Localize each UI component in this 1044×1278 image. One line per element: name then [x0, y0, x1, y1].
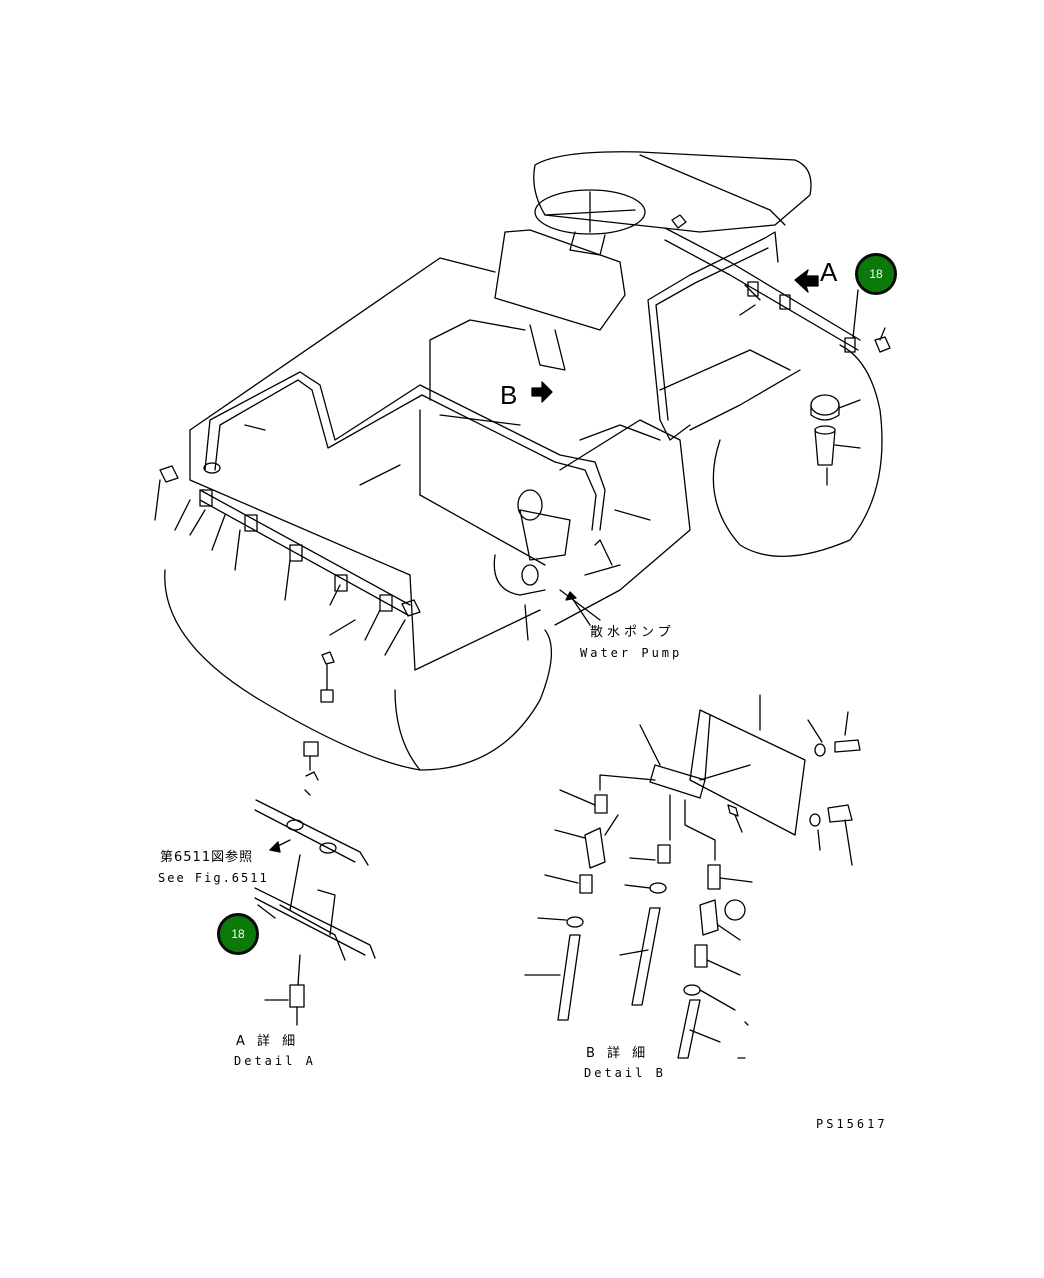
detail-a-label-jp: A 詳 細: [236, 1034, 300, 1049]
detail-b-drawing: [524, 694, 861, 1059]
tank-cap: [810, 394, 861, 486]
water-pump-label-jp: 散水ポンプ: [590, 625, 675, 640]
detail-a-drawing: [254, 741, 376, 1026]
water-pump-leader: [569, 594, 591, 626]
front-spray-bar: [664, 214, 891, 353]
rear-spray-bar: [154, 462, 421, 656]
operator-seat: [533, 151, 812, 233]
see-fig-label-en: See Fig.6511: [158, 871, 269, 885]
part-callout-18-lower[interactable]: 18: [217, 913, 259, 955]
steering-column: [494, 229, 626, 371]
view-label-a: A: [820, 257, 838, 287]
see-fig-label-jp: 第6511図参照: [160, 850, 254, 865]
view-arrow-b: [531, 381, 553, 403]
callout-leader-upper: [852, 289, 859, 339]
rear-bolt: [320, 619, 356, 703]
machine-body: [189, 257, 691, 671]
detail-a-label-en: Detail A: [234, 1054, 316, 1068]
view-label-b: B: [500, 380, 518, 410]
view-arrow-a: [794, 269, 819, 293]
detail-b-label-en: Detail B: [584, 1066, 666, 1080]
water-pipe-rear: [204, 371, 661, 531]
front-roller: [659, 344, 883, 558]
water-pump: [493, 489, 621, 641]
rear-roller: [164, 569, 553, 771]
steering-wheel: [534, 189, 646, 256]
detail-b-label-jp: B 詳 細: [586, 1046, 650, 1061]
water-pump-label-en: Water Pump: [580, 646, 683, 660]
drawing-number: PS15617: [816, 1117, 888, 1131]
water-pipe-front: [647, 231, 779, 441]
part-callout-18-upper[interactable]: 18: [855, 253, 897, 295]
